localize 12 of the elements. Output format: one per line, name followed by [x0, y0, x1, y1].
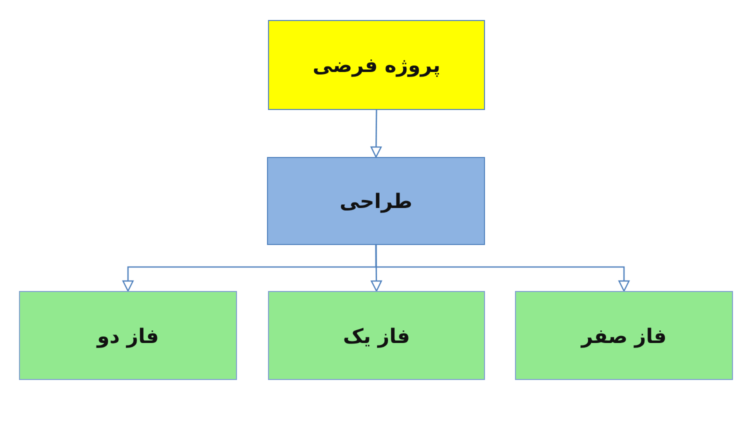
- process-box: [268, 20, 485, 110]
- box-label: فاز صفر: [581, 324, 667, 348]
- box-label: طراحی: [340, 189, 412, 213]
- box-label: فاز دو: [97, 324, 159, 348]
- process-box: [515, 291, 733, 380]
- box-label: پروژه فرضی: [312, 53, 440, 77]
- process-box: [267, 157, 485, 245]
- connector-arrow: [122, 245, 377, 292]
- connector-arrow: [370, 110, 382, 158]
- box-label: فاز یک: [342, 324, 410, 348]
- process-box: [19, 291, 237, 380]
- process-box: [268, 291, 485, 380]
